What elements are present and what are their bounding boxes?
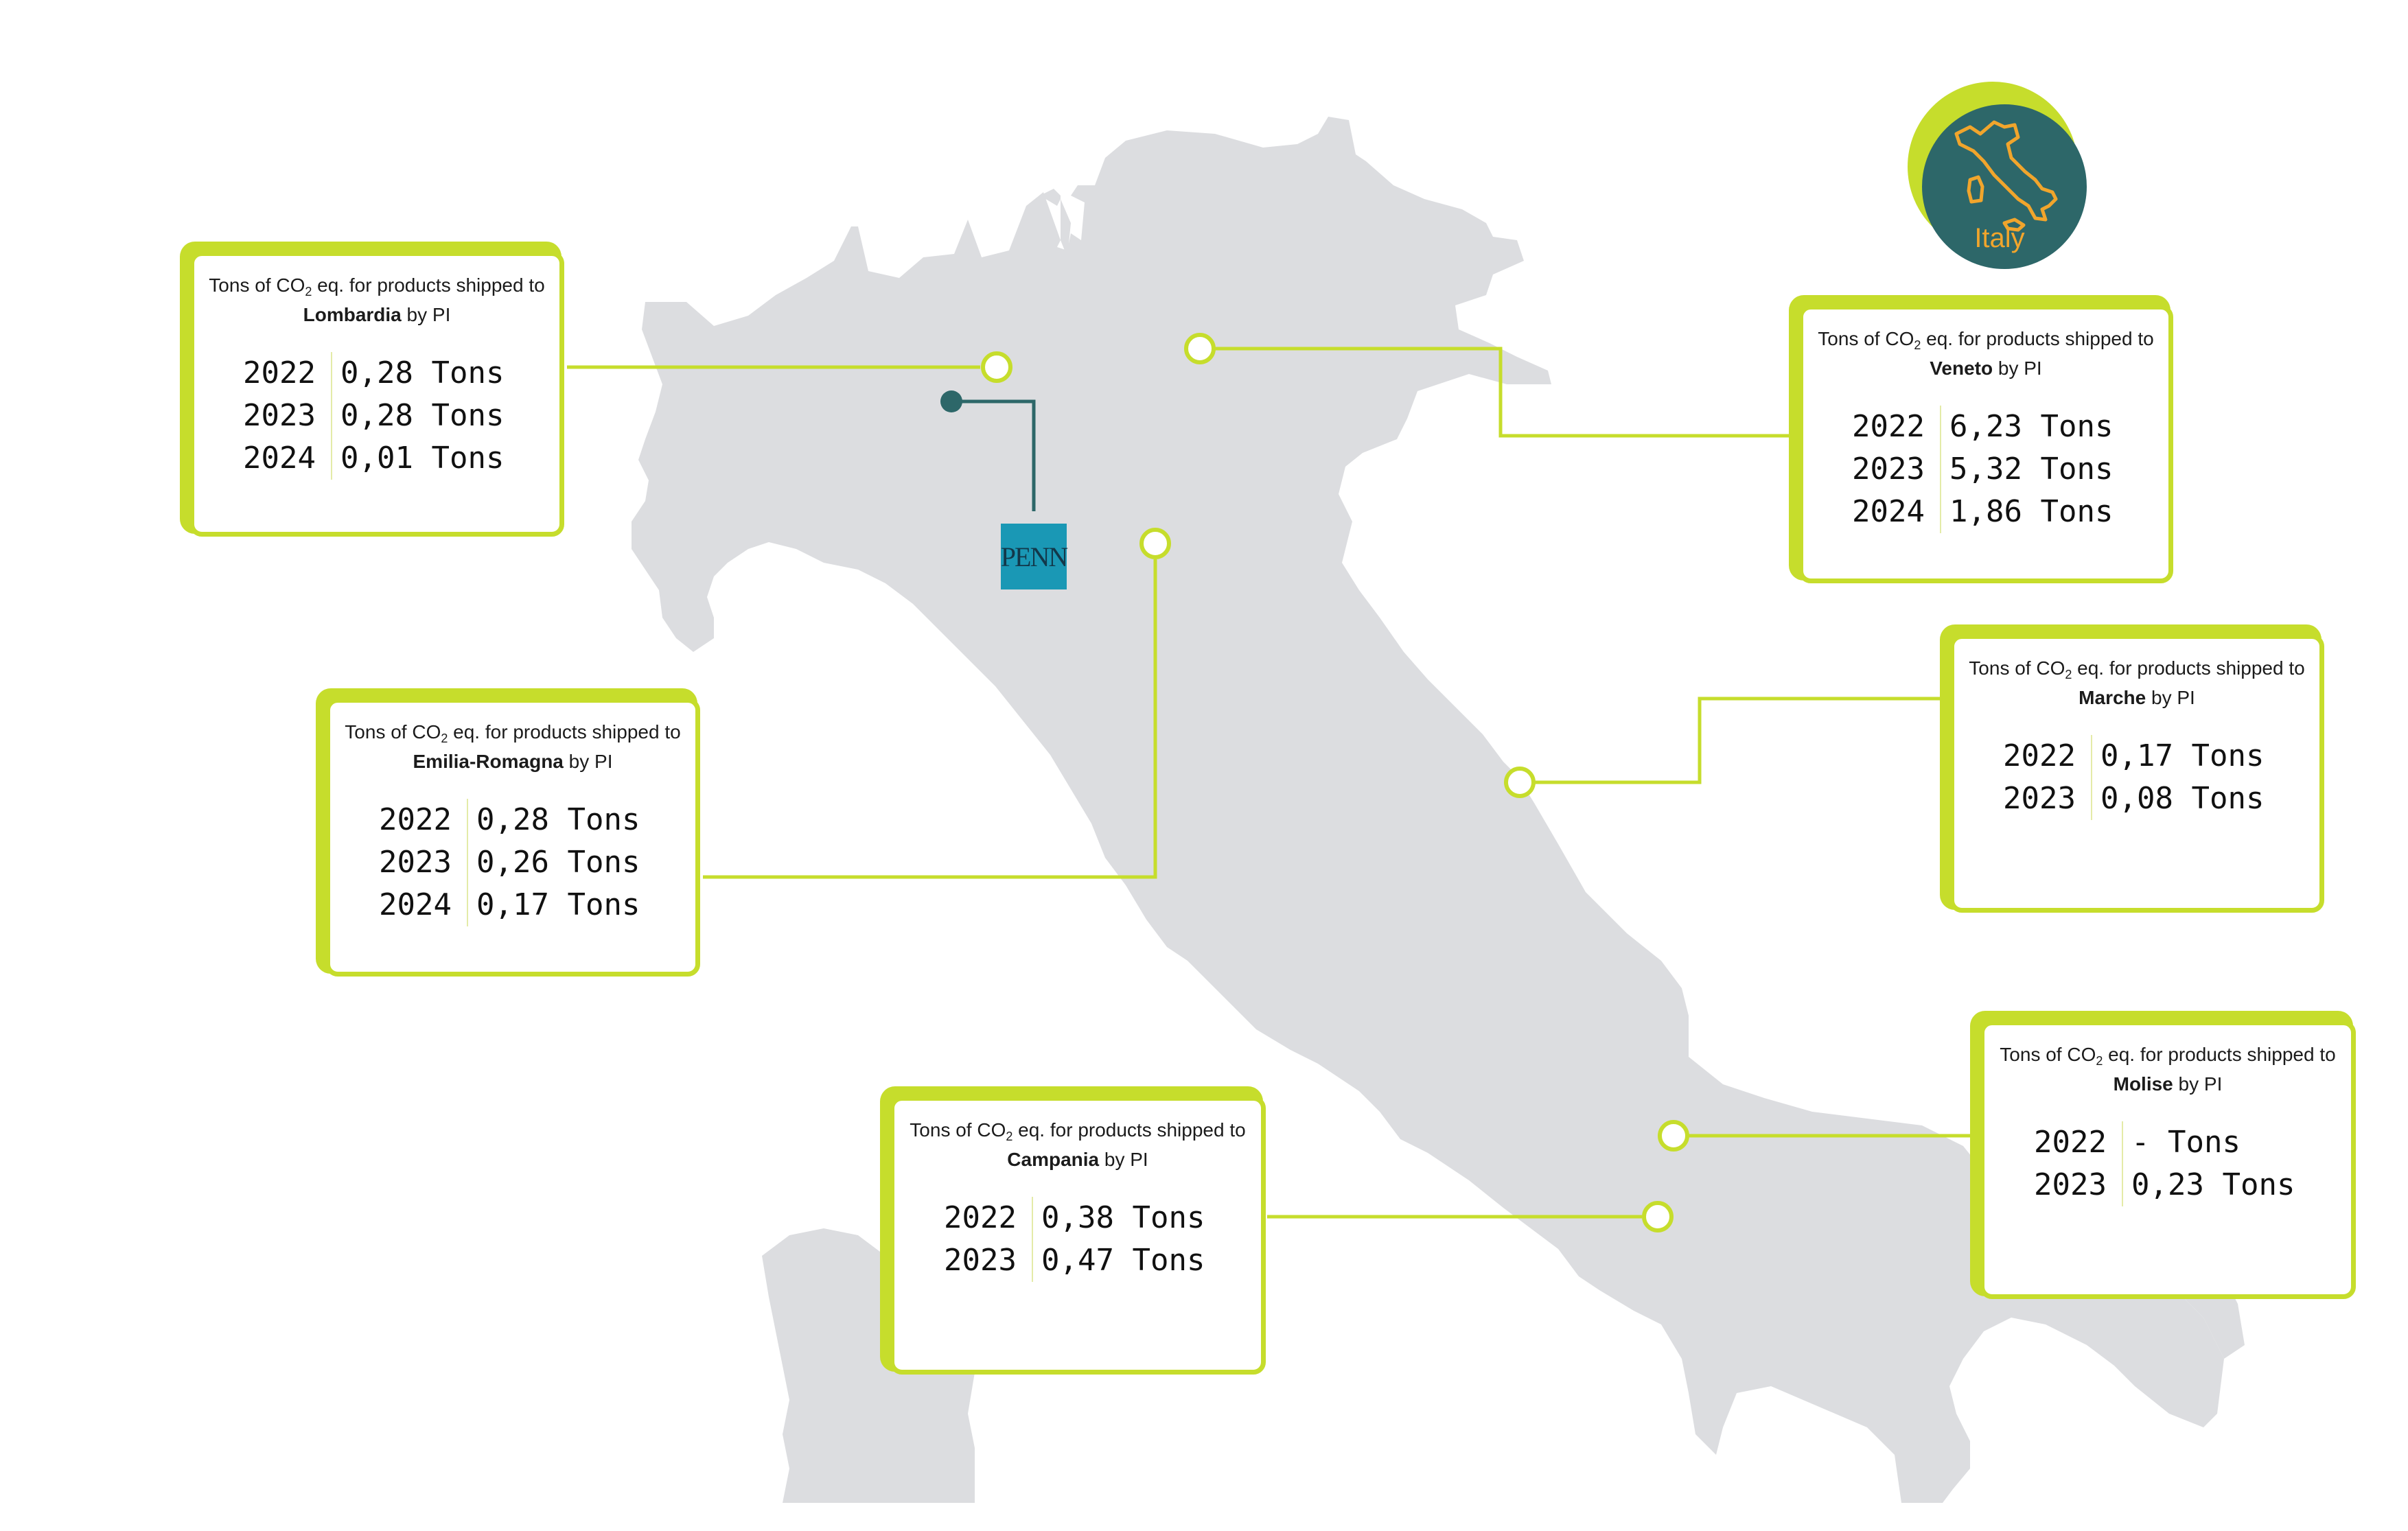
penn-logo-text: PENN [1000,541,1068,572]
card-emilia-romagna: Tons of CO2 eq. for products shipped to … [316,688,700,977]
lombardia-connector [567,351,1012,383]
italy-badge [1908,82,2087,269]
table-row: 2022- Tons [1984,1121,2351,1164]
veneto-leader-line [1215,347,1789,438]
italy-mainland-shape [632,117,2224,1503]
lombardia-location-ring [981,351,1012,383]
card-veneto-region-name: Veneto [1930,358,1993,379]
card-campania: Tons of CO2 eq. for products shipped to … [880,1086,1266,1375]
card-veneto-title: Tons of CO2 eq. for products shipped to … [1818,328,2154,379]
card-lombardia-panel: Tons of CO2 eq. for products shipped to … [189,251,564,537]
emilia-romagna-connector [703,528,1171,879]
origin-line [951,399,1036,511]
origin-dot [940,390,962,412]
card-veneto: Tons of CO2 eq. for products shipped to … [1789,295,2173,583]
card-marche-panel: Tons of CO2 eq. for products shipped to … [1949,634,2324,913]
card-marche: Tons of CO2 eq. for products shipped to … [1940,624,2324,913]
card-campania-panel: Tons of CO2 eq. for products shipped to … [890,1096,1266,1375]
card-molise-panel: Tons of CO2 eq. for products shipped to … [1980,1020,2356,1299]
marche-leader-line [1535,697,1940,784]
card-lombardia-title: Tons of CO2 eq. for products shipped to … [209,274,545,325]
penn-logo: PENN [1000,524,1068,589]
card-lombardia-region-name: Lombardia [303,304,402,325]
italy-badge-label: Italy [1974,223,2025,253]
card-veneto-panel: Tons of CO2 eq. for products shipped to … [1798,305,2173,583]
emilia-romagna-leader-line [703,559,1157,879]
veneto-location-ring [1184,333,1216,364]
card-molise: Tons of CO2 eq. for products shipped to … [1970,1011,2356,1299]
card-lombardia: Tons of CO2 eq. for products shipped to … [180,242,564,537]
card-molise-title: Tons of CO2 eq. for products shipped to … [2000,1044,2336,1095]
card-campania-region-name: Campania [1007,1149,1100,1170]
marche-location-ring [1504,767,1536,798]
card-emilia-romagna-region-name: Emilia-Romagna [413,751,564,772]
card-molise-region-name: Molise [2113,1073,2173,1095]
veneto-connector [1184,333,1789,438]
campania-connector [1267,1201,1674,1232]
card-marche-region-name: Marche [2079,687,2146,708]
card-emilia-romagna-title: Tons of CO2 eq. for products shipped to … [345,721,681,772]
molise-location-ring [1658,1120,1689,1152]
emilia-romagna-location-ring [1139,528,1171,559]
campania-location-ring [1642,1201,1674,1232]
card-marche-title: Tons of CO2 eq. for products shipped to … [1969,657,2305,708]
card-emilia-romagna-panel: Tons of CO2 eq. for products shipped to … [325,698,700,977]
origin-connector [940,390,1036,511]
card-campania-title: Tons of CO2 eq. for products shipped to … [910,1119,1246,1170]
molise-connector [1658,1120,1970,1152]
marche-connector [1504,697,1940,798]
italy-outline-icon [1954,120,2058,232]
